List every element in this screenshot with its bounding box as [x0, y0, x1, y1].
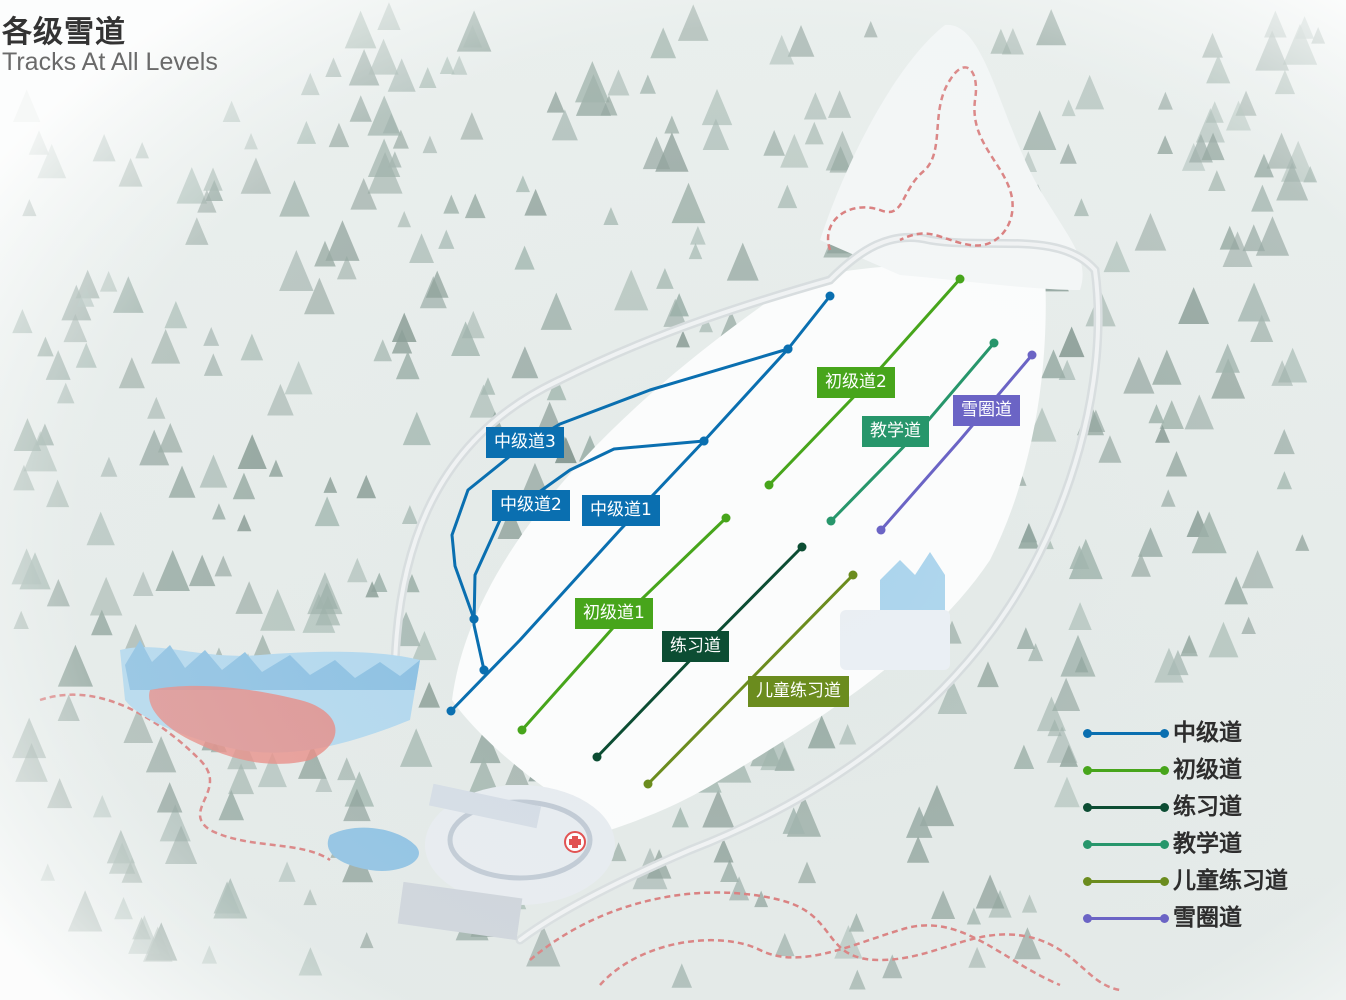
trail-junction-dot — [469, 614, 479, 624]
trail-endpoint-dot — [989, 338, 999, 348]
trail-junction-dot — [783, 344, 793, 354]
legend-swatch-dot — [1083, 840, 1092, 849]
trail-label-beginner-2[interactable]: 初级道2 — [817, 367, 895, 398]
legend-swatch-dot — [1160, 914, 1169, 923]
trail-endpoint-dot — [955, 274, 965, 284]
trail-endpoint-dot — [797, 542, 807, 552]
legend-label: 教学道 — [1173, 831, 1242, 857]
legend-swatch-dot — [1160, 803, 1169, 812]
trail-endpoint-dot — [446, 706, 456, 716]
trail-endpoint-dot — [826, 516, 836, 526]
legend-item-teaching[interactable]: 教学道 — [1082, 826, 1322, 863]
legend-swatch-line — [1087, 806, 1165, 809]
legend-swatch-dot — [1083, 766, 1092, 775]
legend-swatch-dot — [1083, 803, 1092, 812]
trail-endpoint-dot — [721, 513, 731, 523]
trail-label-intermediate-2[interactable]: 中级道2 — [492, 490, 570, 521]
trail-junction-dot — [699, 436, 709, 446]
intermediate-trail-1-line[interactable] — [449, 439, 706, 713]
legend-swatch-line — [1087, 769, 1165, 772]
legend-item-kids-practice[interactable]: 儿童练习道 — [1082, 863, 1322, 900]
legend-swatch-line — [1087, 917, 1165, 920]
legend-swatch-dot — [1083, 877, 1092, 886]
trail-endpoint-dot — [517, 725, 527, 735]
legend-swatch-line — [1087, 843, 1165, 846]
legend-swatch-dot — [1160, 877, 1169, 886]
trail-junction-dot — [479, 665, 489, 675]
legend-swatch-line — [1087, 732, 1165, 735]
legend-swatch-dot — [1160, 766, 1169, 775]
legend-label: 练习道 — [1173, 794, 1242, 820]
snow-tube-trail-line[interactable] — [879, 353, 1034, 532]
legend-label: 雪圈道 — [1173, 905, 1242, 931]
trail-endpoint-dot — [643, 779, 653, 789]
trail-label-intermediate-3[interactable]: 中级道3 — [486, 427, 564, 458]
trail-endpoint-dot — [848, 570, 858, 580]
trail-label-intermediate-1[interactable]: 中级道1 — [582, 495, 660, 526]
trail-label-beginner-1[interactable]: 初级道1 — [575, 598, 653, 629]
legend-swatch-dot — [1160, 729, 1169, 738]
page-title: 各级雪道 — [2, 15, 126, 50]
legend-swatch-dot — [1160, 840, 1169, 849]
trail-endpoint-dot — [592, 752, 602, 762]
legend-label: 儿童练习道 — [1173, 868, 1288, 894]
trail-label-snow-tube[interactable]: 雪圈道 — [953, 395, 1020, 426]
legend-swatch-line — [1087, 880, 1165, 883]
legend-swatch-dot — [1083, 914, 1092, 923]
trail-label-practice[interactable]: 练习道 — [662, 631, 729, 662]
trail-endpoint-dot — [1027, 350, 1037, 360]
map-legend: 中级道 初级道 练习道 教学道 儿童练习道 雪圈道 — [1082, 715, 1322, 937]
legend-label: 初级道 — [1173, 757, 1242, 783]
trail-endpoint-dot — [825, 291, 835, 301]
trail-endpoint-dot — [876, 525, 886, 535]
legend-swatch-dot — [1083, 729, 1092, 738]
legend-item-beginner[interactable]: 初级道 — [1082, 752, 1322, 789]
legend-item-intermediate[interactable]: 中级道 — [1082, 715, 1322, 752]
trail-endpoint-dot — [764, 480, 774, 490]
trail-label-kids-practice[interactable]: 儿童练习道 — [748, 676, 849, 707]
trail-label-teaching[interactable]: 教学道 — [862, 416, 929, 447]
legend-item-snow-tube[interactable]: 雪圈道 — [1082, 900, 1322, 937]
legend-item-practice[interactable]: 练习道 — [1082, 789, 1322, 826]
legend-label: 中级道 — [1173, 720, 1242, 746]
page-subtitle: Tracks At All Levels — [2, 48, 218, 76]
